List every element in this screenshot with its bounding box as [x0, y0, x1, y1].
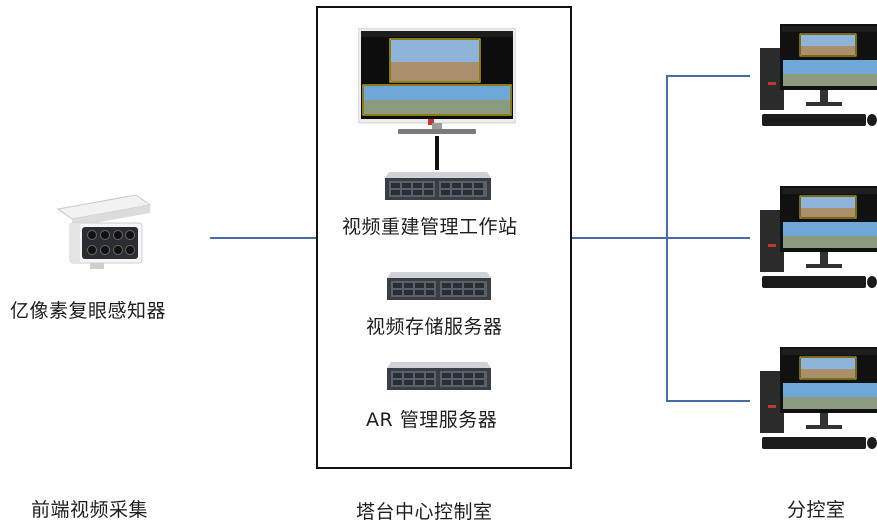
- camera-label: 亿像素复眼感知器: [10, 300, 167, 322]
- center-group-caption: 塔台中心控制室: [356, 501, 493, 523]
- monitor-cable: [435, 136, 439, 170]
- branch-pc-3-icon: [754, 345, 877, 457]
- branch-pc-1-icon: [754, 22, 877, 134]
- camera-icon: [50, 193, 152, 271]
- link-center-to-branch: [572, 237, 668, 239]
- link-camera-to-center: [210, 237, 316, 239]
- workstation-server-icon: [385, 172, 491, 202]
- branch-group-caption: 分控室: [787, 499, 846, 521]
- workstation-label: 视频重建管理工作站: [342, 216, 518, 238]
- front-group-caption: 前端视频采集: [31, 499, 149, 521]
- branch-pc-2-icon: [754, 184, 877, 296]
- center-control-room-box: [316, 6, 572, 469]
- ar-server-label: AR 管理服务器: [366, 409, 498, 431]
- ar-server-icon: [387, 362, 491, 392]
- storage-server-label: 视频存储服务器: [366, 316, 503, 338]
- link-branch-pc-1: [666, 75, 750, 77]
- link-branch-pc-3: [666, 400, 750, 402]
- link-branch-pc-2: [666, 237, 750, 239]
- storage-server-icon: [387, 272, 491, 302]
- monitor-icon: [357, 27, 517, 136]
